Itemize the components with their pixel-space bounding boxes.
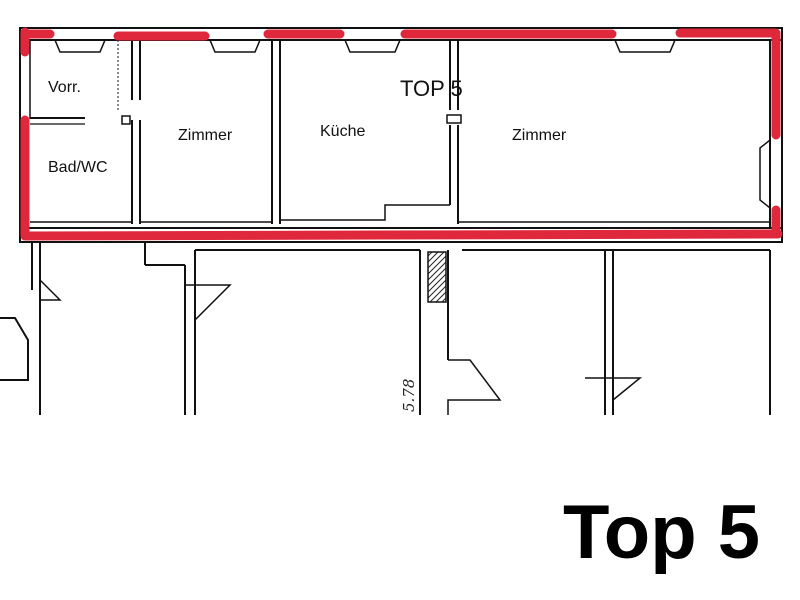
room-label-zimmer-left: Zimmer bbox=[178, 127, 233, 144]
room-label-kueche: Küche bbox=[320, 123, 365, 140]
interior-walls bbox=[30, 40, 770, 224]
hatched-column bbox=[427, 251, 447, 303]
room-label-bad-wc: Bad/WC bbox=[48, 159, 108, 176]
unit-highlight bbox=[20, 27, 783, 241]
room-label-vorraum: Vorr. bbox=[48, 79, 81, 96]
room-label-zimmer-right: Zimmer bbox=[512, 127, 567, 144]
upper-walls bbox=[19, 27, 783, 243]
unit-label: TOP 5 bbox=[400, 76, 463, 101]
dimension-label: 5.78 bbox=[400, 379, 418, 412]
lower-walls bbox=[0, 242, 771, 415]
floor-plan-drawing: Vorr. Bad/WC Zimmer Küche Zimmer TOP 5 5… bbox=[0, 27, 783, 415]
unit-caption: Top 5 bbox=[562, 490, 760, 575]
